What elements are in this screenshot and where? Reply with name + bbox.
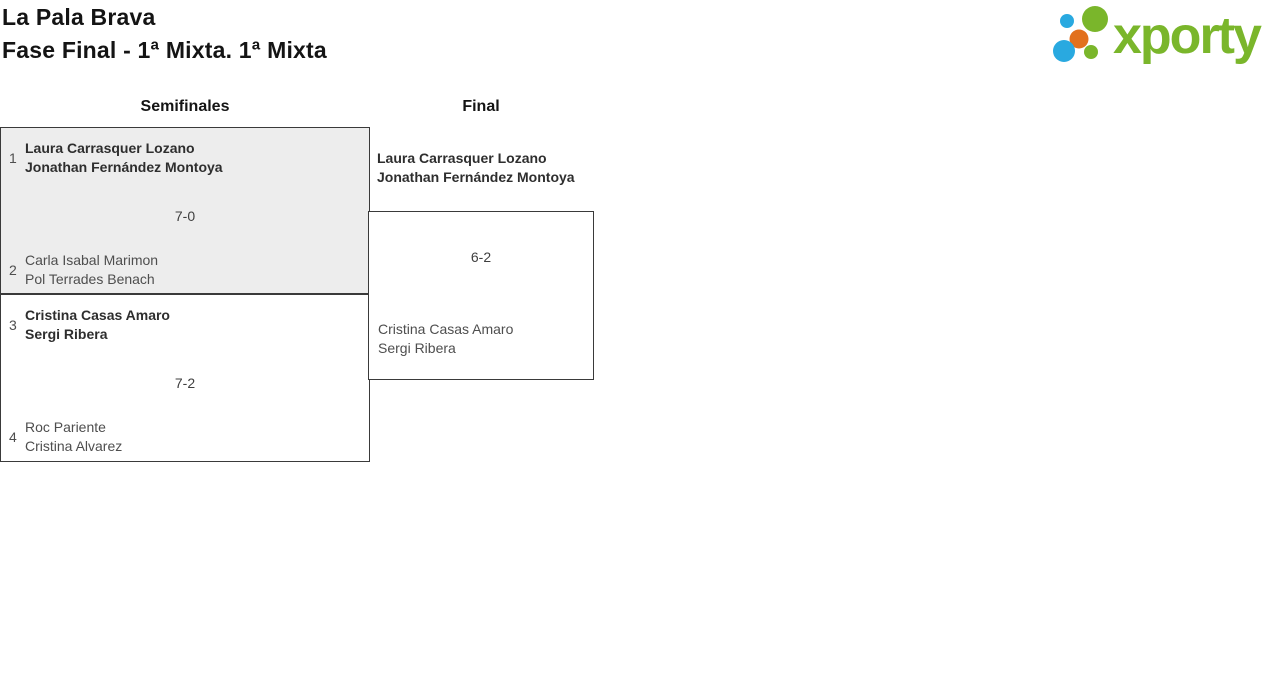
match-team: 2 Carla Isabal Marimon Pol Terrades Bena… [9,251,158,289]
player-name: Cristina Casas Amaro [378,321,514,337]
page-subtitle: Fase Final - 1ª Mixta. 1ª Mixta [2,37,327,63]
match-team: 3 Cristina Casas Amaro Sergi Ribera [9,306,170,344]
player-name: Cristina Casas Amaro [25,307,170,323]
match-final[interactable]: 6-2 Cristina Casas Amaro Sergi Ribera [368,211,594,380]
player-name: Roc Pariente [25,419,106,435]
match-semifinal-2[interactable]: 3 Cristina Casas Amaro Sergi Ribera 7-2 … [0,294,370,462]
player-name: Jonathan Fernández Montoya [25,159,223,175]
logo-dot-green-large [1082,6,1108,32]
match-score: 6-2 [470,249,492,265]
match-score: 7-2 [174,375,196,391]
player-name: Jonathan Fernández Montoya [377,169,575,185]
player-name: Pol Terrades Benach [25,271,155,287]
player-name: Cristina Alvarez [25,438,123,454]
logo-dot-orange [1069,29,1089,49]
seed-number: 2 [9,262,17,278]
match-score: 7-0 [174,208,196,224]
seed-number: 4 [9,429,17,445]
xporty-logo[interactable]: xporty [1045,0,1280,72]
logo-dot-green-small [1084,45,1098,59]
logo-dot-blue-small [1060,14,1074,28]
player-name: Sergi Ribera [25,326,108,342]
match-semifinal-1[interactable]: 1 Laura Carrasquer Lozano Jonathan Ferná… [0,127,370,294]
xporty-logo-text: xporty [1113,7,1262,65]
match-team: Cristina Casas Amaro Sergi Ribera [378,320,513,358]
player-name: Sergi Ribera [378,340,456,356]
logo-dot-blue-large [1053,40,1075,62]
seed-number: 1 [9,150,17,166]
seed-number: 3 [9,317,17,333]
round-header-semifinales: Semifinales [140,98,230,115]
player-name: Laura Carrasquer Lozano [377,150,547,166]
round-header-final: Final [462,98,500,115]
match-team: 1 Laura Carrasquer Lozano Jonathan Ferná… [9,139,223,177]
header: La Pala Brava Fase Final - 1ª Mixta. 1ª … [2,1,327,67]
player-name: Carla Isabal Marimon [25,252,159,268]
final-team-winner: Laura Carrasquer Lozano Jonathan Fernánd… [368,149,594,187]
page-title: La Pala Brava [2,4,156,30]
match-team: 4 Roc Pariente Cristina Alvarez [9,418,122,456]
player-name: Laura Carrasquer Lozano [25,140,195,156]
